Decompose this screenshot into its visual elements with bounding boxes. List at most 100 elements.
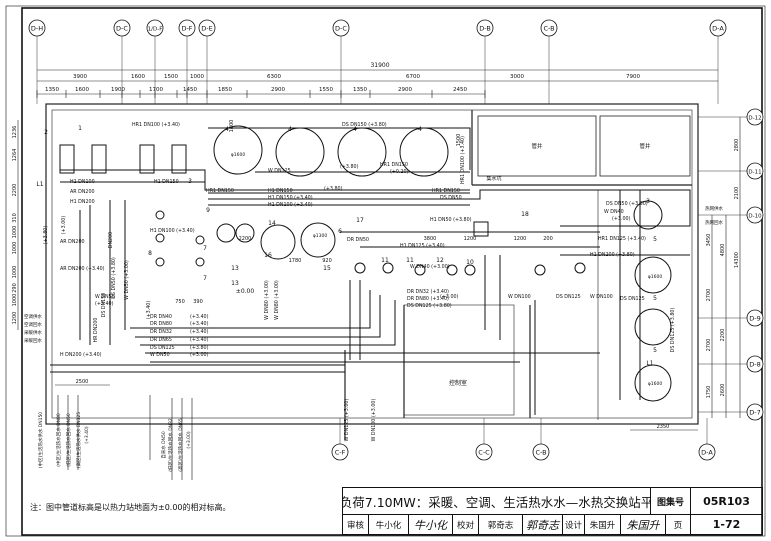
label-ac-return: 空调回水 [24, 321, 42, 328]
equipment-tag: φ1600 [648, 381, 663, 387]
pipe-label: HR1 DN100 (+3.40) [460, 136, 466, 184]
equipment-tag: φ1600 [648, 274, 663, 280]
pipe-label: W DN80 (+3.00) [274, 280, 280, 320]
pipe-label: H1 DN150 (+3.40) [268, 195, 313, 201]
water-tank-2 [275, 127, 325, 177]
plate-exchanger-1 [59, 144, 75, 174]
dim-bottom: 3800 [424, 236, 437, 242]
pipe-label: (+3.80) [43, 226, 49, 245]
equipment-tag: 6 [338, 228, 342, 235]
axis-top-label: D-C [335, 25, 347, 33]
checker-name: 郭奇志 [478, 514, 523, 535]
dim-right-mid: 2200 [720, 329, 726, 342]
equipment-tag: 9 [206, 207, 210, 214]
dim-bottom: 750 [175, 299, 185, 305]
sheet-frame [5, 5, 766, 537]
axis-bottom-label: C-F [335, 449, 346, 457]
tank-left [260, 224, 296, 260]
dim-right-outer: 2100 [734, 187, 740, 200]
axis-top-label: D-H [31, 25, 43, 33]
dim-row2: 2900 [271, 87, 285, 93]
dim-left: 1236 [12, 126, 18, 139]
dim-bottom: 200 [543, 236, 553, 242]
dim-row2: 1900 [111, 87, 125, 93]
pipe-label: (+3.40) [95, 301, 114, 307]
drawing-note: 注：图中管道标高是以热力站地面为±0.00的相对标高。 [30, 503, 231, 512]
pipe-label: (+3.80) [190, 345, 209, 351]
dim-left: 1000 [12, 242, 18, 255]
outlet-legend-g2: (高区)生活热水供水 DN125 [75, 412, 82, 468]
pipe-label: HR1 DN100 (+3.40) [132, 122, 180, 128]
pipe-label: W DN80 (+3.00) [264, 280, 270, 320]
reviewer-name: 牛小化 [368, 514, 409, 535]
dim-row2: 1850 [218, 87, 232, 93]
pipe-label: W DN125 (+3.00) [344, 399, 350, 442]
dim-row2: 2900 [398, 87, 412, 93]
dim-right-mid: 4800 [720, 244, 726, 257]
pipe-label: HR DN200 [93, 318, 99, 343]
dim-right-outer: 14300 [734, 252, 740, 268]
equipment-tag: 1 [78, 125, 82, 132]
axis-bottom-label-bubble [532, 443, 550, 461]
axis-bottom-label-bubble [475, 443, 493, 461]
pipe-label: W DN125 [268, 168, 291, 174]
elevation-mark: ±0.00 [236, 288, 255, 295]
pipe-label: (+3.00) [61, 216, 67, 235]
axis-right-label: D-12 [748, 116, 761, 122]
dim-row1: 7900 [626, 74, 640, 80]
equipment-tag: L1 [646, 360, 653, 367]
pipe-label: AR DN200 [70, 189, 95, 195]
pipe-label: W DN40 [604, 209, 624, 215]
equipment-tag: 7 [203, 275, 207, 282]
pipe-label: DS DN125 [620, 296, 645, 302]
pipe-label: DR DN32 [150, 329, 172, 335]
storage-tank-2 [634, 308, 672, 346]
dim-bottom: 920 [322, 258, 332, 264]
room-shaft-2: 管井 [639, 142, 651, 150]
plate-exchanger-4 [171, 144, 187, 174]
plate-exchanger-2 [91, 144, 107, 174]
pipe-label: (+3.40) [190, 321, 209, 327]
pipe-label: W DN40 (+3.00) [410, 264, 450, 270]
review-label: 审核 [342, 514, 369, 535]
axis-right-label-bubble [746, 162, 764, 180]
dim-left: 1000 [12, 266, 18, 279]
equipment-tag: 8 [148, 250, 152, 257]
pipe-label: DR DN80 (+3.40) [407, 296, 449, 302]
equipment-tag: L1 [36, 181, 43, 188]
pipe-label: DR DN80 [150, 321, 172, 327]
pipe-label: DR DN65 [150, 337, 172, 343]
dim-row2: 1700 [149, 87, 163, 93]
equipment-tag: 5 [653, 236, 657, 243]
outlet-legend-g3: (高区)生活热水回水 DN65 [177, 418, 184, 472]
designer-name: 朱国升 [584, 514, 621, 535]
pipe-label: H1 DN50 (+3.80) [430, 217, 472, 223]
pipe-label: H1 DN100 (+3.40) [150, 228, 195, 234]
water-tank-3 [337, 127, 387, 177]
pipe-label: DS DN150 [101, 293, 107, 318]
equipment-tag: 14 [268, 220, 276, 227]
page-label: 页 [665, 514, 691, 535]
dim-row1: 6700 [406, 74, 420, 80]
dim-left: 310 [12, 213, 18, 223]
pipe-label: W DN100 [590, 294, 613, 300]
dim-row1: 1000 [190, 74, 204, 80]
axis-top-label-bubble [540, 19, 558, 37]
dim-right-inner: 3450 [706, 234, 712, 247]
dim-row2: 1600 [75, 87, 89, 93]
pipe-label: (+3.40) [190, 337, 209, 343]
pipe-label: W DN100 [508, 294, 531, 300]
equipment-tag: 13 [231, 280, 239, 287]
pipe-label: H1 DN200 [70, 199, 95, 205]
dim-row1: 1500 [164, 74, 178, 80]
dim-row2: 1350 [45, 87, 59, 93]
equipment-tag: 10 [466, 259, 474, 266]
pipe-label: (+3.40) [190, 329, 209, 335]
sump-pit [473, 221, 489, 237]
outlet-legend-g2: (中区)生活热水回水 DN80 [55, 413, 62, 467]
pipe-label: W DN100 (+3.00) [371, 399, 377, 442]
pipe-label: (+3.40) [190, 314, 209, 320]
pipe-label: (+3.40) [146, 301, 152, 320]
axis-right-label: D-9 [749, 315, 761, 323]
